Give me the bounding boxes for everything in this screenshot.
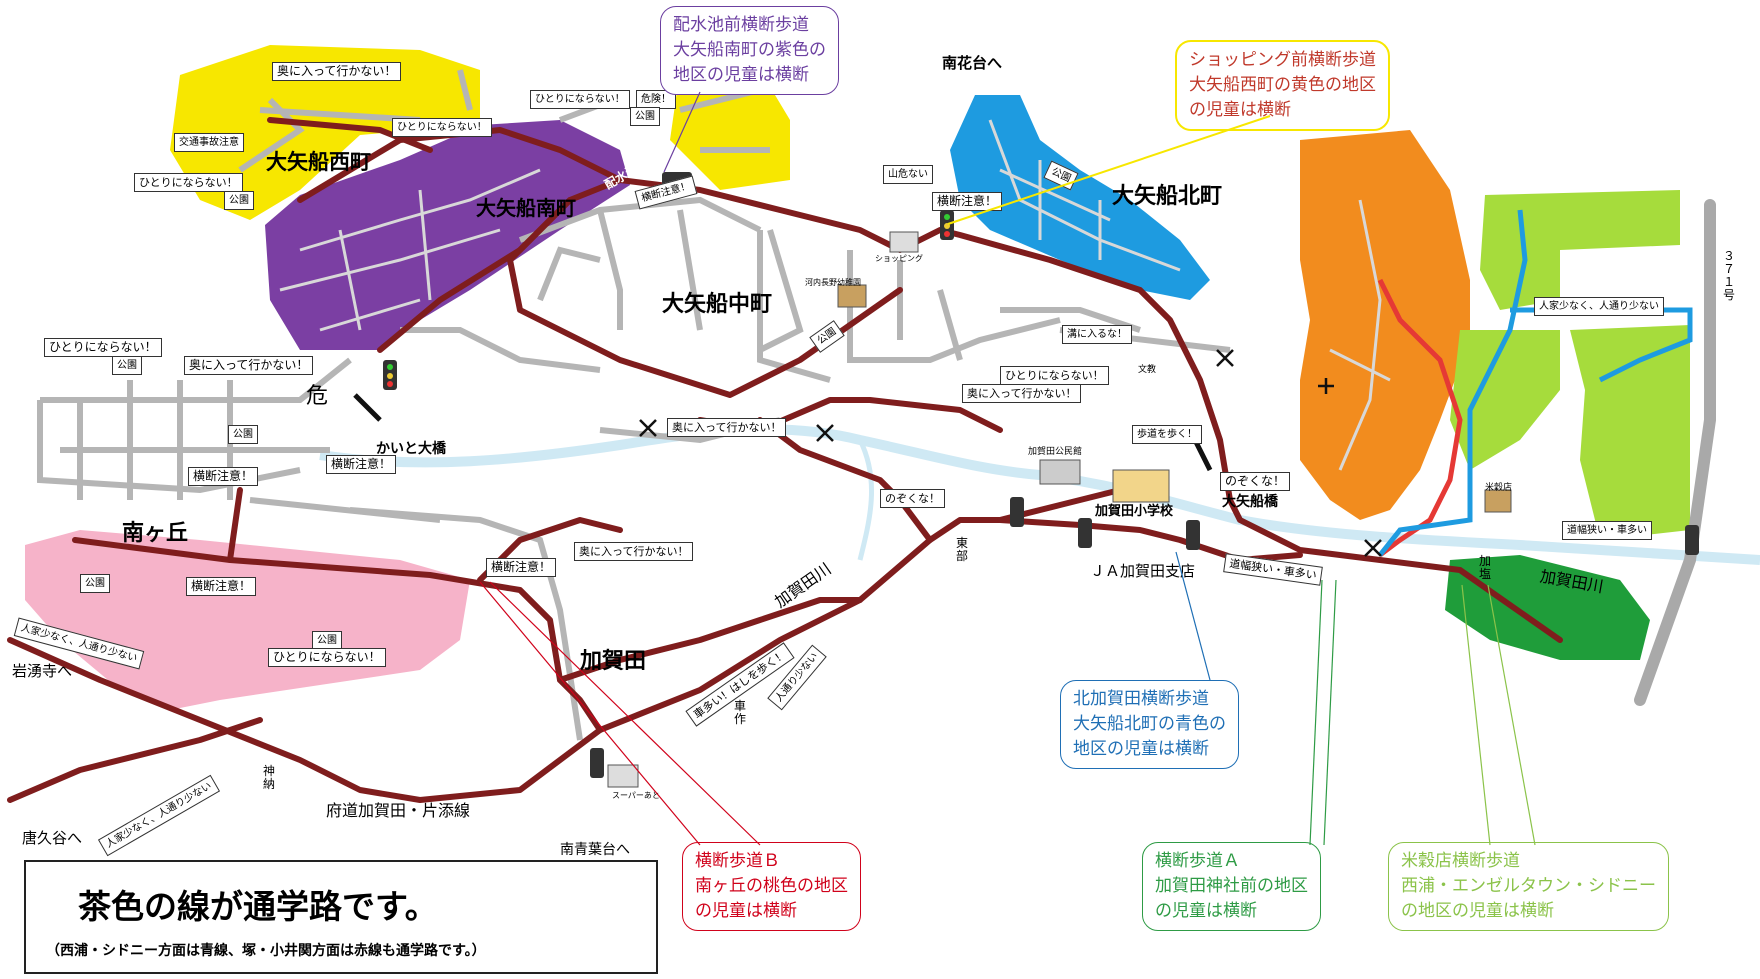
warning-label: 人家少なく、人通り少ない <box>1534 297 1664 316</box>
warning-label: ひとりにならない！ <box>268 648 386 667</box>
warning-label: のぞくな！ <box>880 489 945 508</box>
zone-pink <box>25 530 470 710</box>
warning-label: ひとりにならない！ <box>44 338 162 357</box>
callout-line: 配水池前横断歩道 <box>673 15 809 35</box>
label-shako: 車作 <box>733 699 746 726</box>
street-grid <box>37 69 1231 741</box>
warning-label: ひとりにならない！ <box>530 90 630 109</box>
warning-label: ひとりにならない！ <box>392 118 492 137</box>
route-371 <box>1634 199 1716 706</box>
legend-box: 茶色の線が通学路です。 （西浦・シドニー方面は青線、塚・小井関方面は赤線も通学路… <box>24 860 658 974</box>
legend-title: 茶色の線が通学路です。 <box>78 887 438 926</box>
warning-label: のぞくな！ <box>1220 472 1291 491</box>
callout-line: ショッピング前横断歩道 <box>1189 50 1376 70</box>
area-kita: 大矢船北町 <box>1112 184 1223 209</box>
callout-line: 横断歩道Ｂ <box>695 851 780 871</box>
warning-label: 歩道を歩く！ <box>1132 425 1202 444</box>
callout-haisuichi: 配水池前横断歩道 大矢船南町の紫色の 地区の児童は横断 <box>660 6 839 95</box>
callout-line: 地区の児童は横断 <box>1073 739 1209 759</box>
callout-kitakagata: 北加賀田横断歩道 大矢船北町の青色の 地区の児童は横断 <box>1060 680 1239 769</box>
area-minami: 大矢船南町 <box>476 196 576 220</box>
callout-line: 大矢船北町の青色の <box>1073 714 1226 734</box>
warning-label: 横断注意！ <box>188 467 259 486</box>
warning-label: 横断注意！ <box>932 192 1003 211</box>
bridge-kaito <box>353 393 382 422</box>
park-label: 公園 <box>112 356 142 375</box>
park-label: 公園 <box>80 574 110 593</box>
area-minamigaoka: 南ヶ丘 <box>122 521 189 546</box>
callout-line: 大矢船西町の黄色の地区 <box>1189 75 1376 95</box>
callout-hodo-a: 横断歩道Ａ 加賀田神社前の地区 の児童は横断 <box>1142 842 1321 931</box>
legend-note: （西浦・シドニー方面は青線、塚・小井関方面は赤線も通学路です。） <box>46 943 486 959</box>
road-fudo: 府道加賀田・片添線 <box>326 801 471 820</box>
warning-label: 山危ない <box>883 165 933 184</box>
zone-yellow-west <box>170 45 480 220</box>
label-tobu: 東部 <box>955 536 968 563</box>
callout-beikoku: 米穀店横断歩道 西浦・エンゼルタウン・シドニー の地区の児童は横断 <box>1388 842 1669 931</box>
buildings <box>607 231 1512 788</box>
callout-line: 加賀田神社前の地区 <box>1155 876 1308 896</box>
place-super: スーパーあと <box>612 791 660 800</box>
place-bunkyo: 文教 <box>1138 365 1157 375</box>
zone-lime-top <box>1480 190 1680 310</box>
callout-line: 西浦・エンゼルタウン・シドニー <box>1401 876 1656 896</box>
area-nishi: 大矢船西町 <box>266 150 371 174</box>
danger-mark: 危 <box>306 384 329 409</box>
road-minamihanadai: 南花台へ <box>942 54 1003 72</box>
callout-line: の児童は横断 <box>695 901 797 921</box>
warning-label: 横断注意！ <box>326 455 397 474</box>
red-route <box>1377 278 1463 557</box>
area-kagata: 加賀田 <box>580 649 647 674</box>
warning-label: 奥に入って行かない！ <box>272 62 402 81</box>
callout-line: 横断歩道Ａ <box>1155 851 1240 871</box>
callout-line: 南ヶ丘の桃色の地区 <box>695 876 848 896</box>
place-kaito-ohashi: かいと大橋 <box>376 441 446 457</box>
place-kouminkan: 加賀田公民館 <box>1028 447 1083 457</box>
warning-label: 横断注意！ <box>486 558 557 577</box>
place-shopping: ショッピング <box>875 254 923 263</box>
crossing-x-marks <box>639 349 1382 557</box>
place-ja: ＪＡ加賀田支店 <box>1090 562 1196 580</box>
callout-line: 米穀店横断歩道 <box>1401 851 1520 871</box>
warning-label: ひとりにならない！ <box>1000 366 1109 385</box>
road-minamiaoba: 南青葉台へ <box>560 842 630 858</box>
warning-label: 溝に入るな！ <box>1062 325 1132 344</box>
zone-lime-right <box>1570 325 1690 540</box>
zone-lime-left <box>1450 330 1560 470</box>
warning-label: 奥に入って行かない！ <box>962 384 1082 403</box>
callout-line: 地区の児童は横断 <box>673 65 809 85</box>
warning-label: 奥に入って行かない！ <box>574 542 694 561</box>
callout-line: の地区の児童は横断 <box>1401 901 1554 921</box>
place-ooyafunebashi: 大矢船橋 <box>1222 494 1278 510</box>
label-kanbe: 加塩 <box>1478 554 1491 581</box>
warning-label: 横断注意！ <box>186 577 257 596</box>
warning-label: 道幅狭い・車多い <box>1562 521 1652 540</box>
park-label: 公園 <box>630 107 660 126</box>
river-branch <box>857 438 875 561</box>
zone-orange <box>1300 130 1470 520</box>
warning-label: 交通事故注意 <box>174 133 244 152</box>
callout-line: 北加賀田横断歩道 <box>1073 689 1209 709</box>
bridge-ooyafune <box>1192 438 1213 472</box>
callout-line: の児童は横断 <box>1155 901 1257 921</box>
park-label: 公園 <box>228 425 258 444</box>
area-naka: 大矢船中町 <box>662 292 773 317</box>
park-label: 公園 <box>224 191 254 210</box>
label-jinja: 神納 <box>262 764 275 791</box>
zone-purple <box>265 120 630 350</box>
road-karakudani: 唐久谷へ <box>22 829 83 847</box>
warning-label: ひとりにならない！ <box>134 173 243 192</box>
callout-hodo-b: 横断歩道Ｂ 南ヶ丘の桃色の地区 の児童は横断 <box>682 842 861 931</box>
road-iwawakiji: 岩湧寺へ <box>12 662 73 680</box>
place-kagata-shogakko: 加賀田小学校 <box>1095 504 1174 519</box>
warning-label: 奥に入って行かない！ <box>184 356 314 375</box>
callout-shopping: ショッピング前横断歩道 大矢船西町の黄色の地区 の児童は横断 <box>1175 40 1390 131</box>
place-kawachinagano: 河内長野幼稚園 <box>805 278 861 287</box>
warning-label: 奥に入って行かない！ <box>667 418 787 437</box>
callout-line: 大矢船南町の紫色の <box>673 40 826 60</box>
place-beikokuten: 米穀店 <box>1485 483 1513 493</box>
callout-line: の児童は横断 <box>1189 100 1291 120</box>
